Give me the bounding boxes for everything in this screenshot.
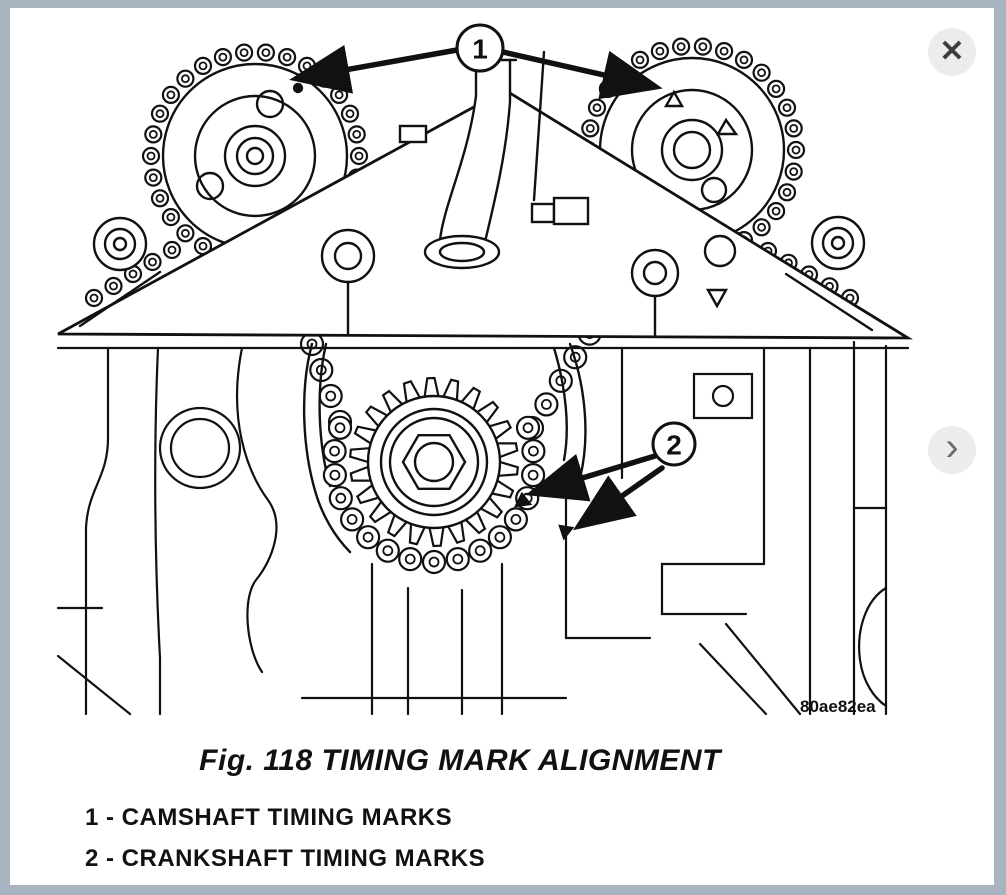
figure-legend: 1 - CAMSHAFT TIMING MARKS 2 - CRANKSHAFT… [85,804,485,886]
legend-item-camshaft: 1 - CAMSHAFT TIMING MARKS [85,804,453,831]
crank-gear-teeth [349,376,519,548]
next-image-button[interactable]: › [928,426,976,474]
crank-timing-mark-2 [558,524,575,541]
engine-block [56,340,910,716]
callout-1 [455,23,505,73]
close-icon: ✕ [939,35,965,68]
callout-1-number: 1 [472,34,488,65]
crankshaft-sprocket [302,342,587,575]
callout-2 [651,421,697,467]
water-outlet-tube [398,58,518,270]
timing-diagram: 1 2 80ae82ea [56,23,913,716]
left-idler-pulley [92,216,148,272]
cylinder-head-face [57,50,913,340]
right-cam-timing-mark [663,89,685,108]
left-chain-run [299,331,353,435]
callout-2-number: 2 [666,430,682,461]
image-viewer-canvas: 1 2 80ae82ea Fig. 118 TIMING MARK ALIGNM… [10,8,994,885]
close-button[interactable]: ✕ [928,28,976,76]
callout-arrows [289,44,665,531]
crank-hex-bolt [401,434,467,490]
chevron-right-icon: › [945,425,959,469]
left-cam-timing-mark [292,82,304,94]
sensor-fitting [530,50,590,226]
watermark-code: 80ae82ea [800,697,876,716]
right-idler-pulley [810,215,866,271]
legend-item-crankshaft: 2 - CRANKSHAFT TIMING MARKS [85,845,486,872]
figure-caption: Fig. 118 TIMING MARK ALIGNMENT [199,744,721,777]
